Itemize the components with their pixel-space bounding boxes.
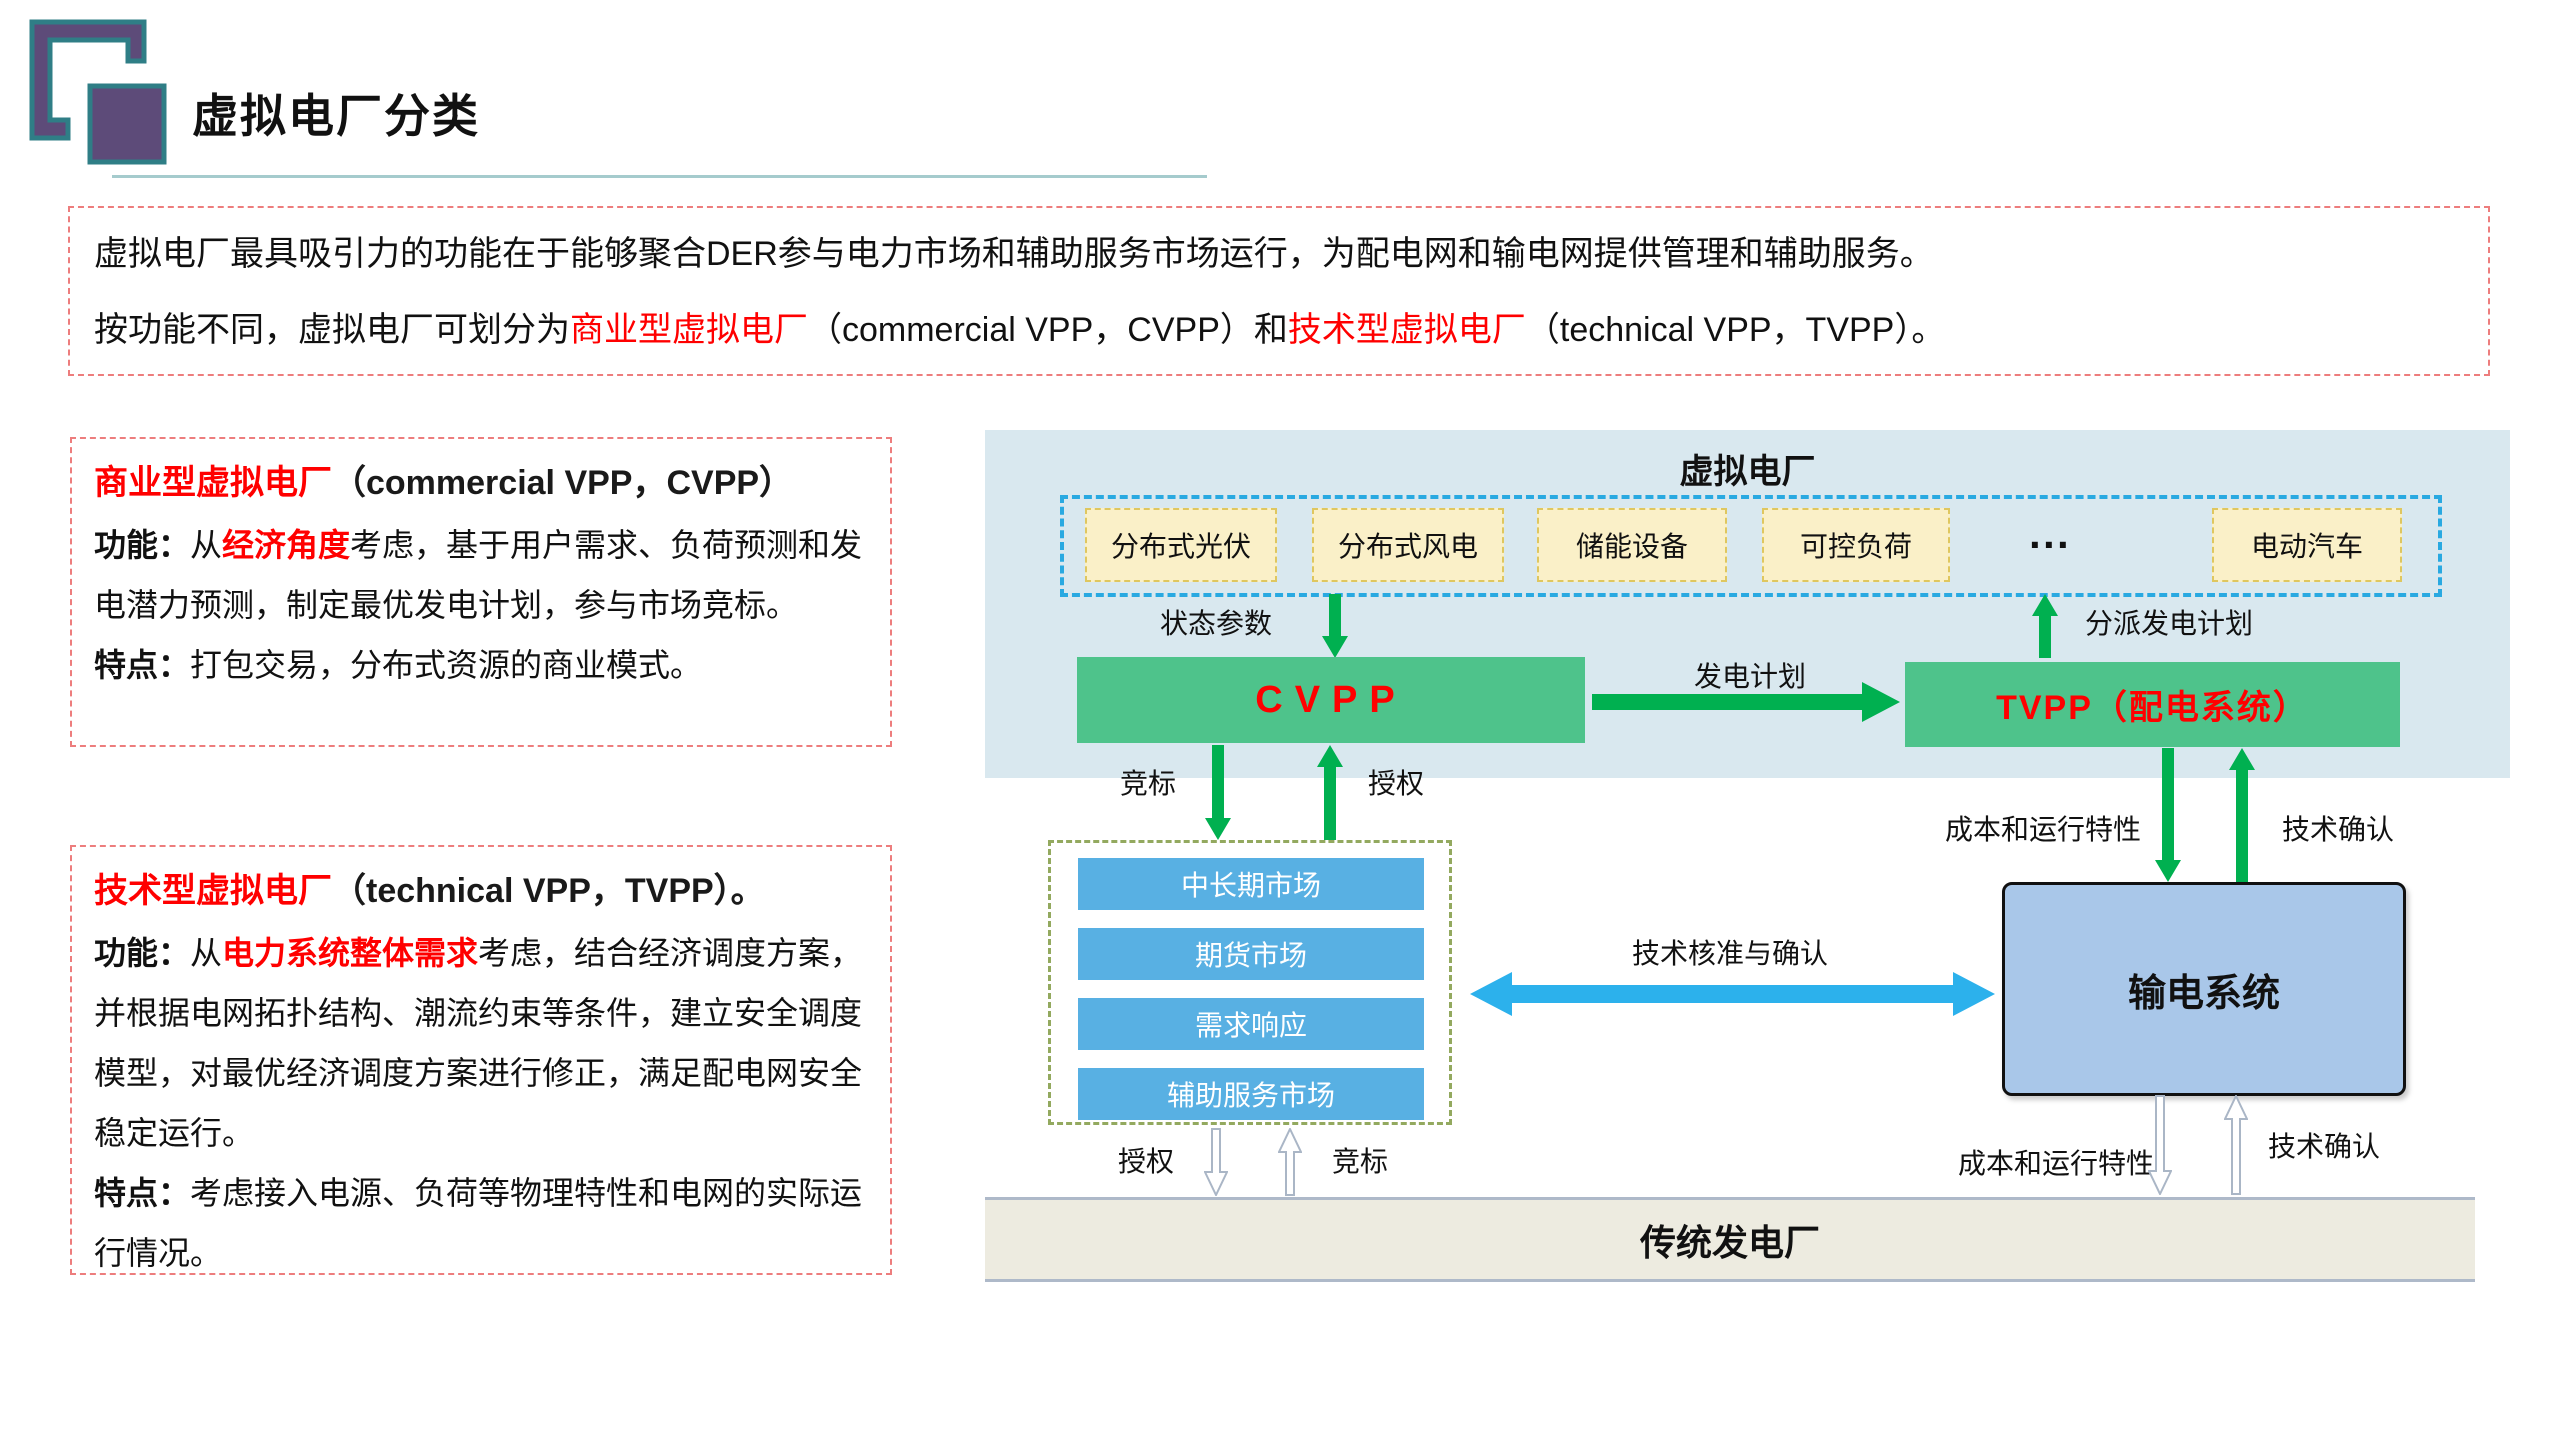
intro-box: 虚拟电厂最具吸引力的功能在于能够聚合DER参与电力市场和辅助服务市场运行，为配电… — [68, 206, 2490, 376]
label-auth-upper: 授权 — [1368, 768, 1425, 799]
tvpp-card-function: 功能：从电力系统整体需求考虑，结合经济调度方案，并根据电网拓扑结构、潮流约束等条… — [94, 923, 868, 1163]
outline-arrow-down-icon — [1204, 1128, 1228, 1196]
label-cost-lower: 成本和运行特性 — [1958, 1148, 2155, 1179]
der-ellipsis: ··· — [2029, 521, 2071, 568]
cvpp-feat-label: 特点： — [94, 647, 191, 683]
label-gen-plan: 发电计划 — [1693, 661, 1806, 692]
intro-line2-mid: （commercial VPP，CVPP）和 — [808, 311, 1288, 349]
cvpp-func-pre: 从 — [190, 527, 223, 563]
market-bar-ancillary: 辅助服务市场 — [1078, 1068, 1424, 1120]
market-bar-demand: 需求响应 — [1078, 998, 1424, 1050]
label-dispatch-plan: 分派发电计划 — [2085, 608, 2254, 639]
intro-line2-cvpp: 商业型虚拟电厂 — [570, 311, 808, 349]
label-confirm-upper: 技术确认 — [2282, 814, 2395, 845]
der-box-load: 可控负荷 — [1762, 508, 1950, 582]
tvpp-card-title-red: 技术型虚拟电厂 — [94, 872, 332, 910]
arrow-up-green-icon — [1317, 745, 1343, 840]
cvpp-box: CVPP — [1077, 657, 1585, 743]
cvpp-card: 商业型虚拟电厂（commercial VPP，CVPP） 功能：从经济角度考虑，… — [70, 437, 892, 747]
intro-line2-prefix: 按功能不同，虚拟电厂可划分为 — [94, 311, 570, 349]
label-bid-lower: 竞标 — [1332, 1146, 1389, 1177]
cvpp-card-title-rest: （commercial VPP，CVPP） — [332, 464, 794, 502]
label-bid-upper: 竞标 — [1120, 768, 1177, 799]
intro-line2: 按功能不同，虚拟电厂可划分为商业型虚拟电厂（commercial VPP，CVP… — [94, 292, 2464, 368]
tvpp-feat-text: 考虑接入电源、负荷等物理特性和电网的实际运行情况。 — [94, 1175, 863, 1271]
der-box-ev: 电动汽车 — [2212, 508, 2402, 582]
label-cost-upper: 成本和运行特性 — [1945, 814, 2142, 845]
traditional-plant-bar: 传统发电厂 — [985, 1197, 2475, 1282]
tvpp-feat-label: 特点： — [94, 1175, 191, 1211]
market-bar-midlong: 中长期市场 — [1078, 858, 1424, 910]
label-auth-lower: 授权 — [1118, 1146, 1175, 1177]
der-box-wind: 分布式风电 — [1312, 508, 1504, 582]
cvpp-func-rest: 考虑，基于用户需求、负荷预测和发电潜力预测，制定最优发电计划，参与市场竞标。 — [94, 527, 863, 623]
outline-arrow-up-icon — [1278, 1128, 1302, 1196]
cvpp-card-function: 功能：从经济角度考虑，基于用户需求、负荷预测和发电潜力预测，制定最优发电计划，参… — [94, 515, 868, 635]
page-title: 虚拟电厂分类 — [192, 90, 480, 142]
tvpp-func-red: 电力系统整体需求 — [222, 935, 479, 971]
intro-line2-suffix: （technical VPP，TVPP）。 — [1525, 311, 1946, 349]
tvpp-box: TVPP（配电系统） — [1905, 662, 2400, 747]
der-container — [1060, 495, 2442, 597]
der-box-pv: 分布式光伏 — [1085, 508, 1277, 582]
label-tech-check: 技术核准与确认 — [1631, 938, 1828, 969]
vpp-panel-title: 虚拟电厂 — [1679, 453, 1816, 491]
tvpp-func-label: 功能： — [94, 935, 191, 971]
outline-arrow-up-icon — [2224, 1095, 2248, 1195]
label-status-params: 状态参数 — [1160, 608, 1273, 639]
tvpp-func-pre: 从 — [190, 935, 223, 971]
intro-line1-text: 虚拟电厂最具吸引力的功能在于能够聚合DER参与电力市场和辅助服务市场运行，为配电… — [94, 235, 1934, 273]
arrow-down-green-icon — [1322, 594, 1348, 658]
cvpp-func-red: 经济角度 — [222, 527, 351, 563]
cvpp-feat-text: 打包交易，分布式资源的商业模式。 — [190, 647, 703, 683]
arrow-down-green-icon — [1205, 745, 1231, 840]
transmission-box: 输电系统 — [2002, 882, 2406, 1096]
tvpp-card-title-rest: （technical VPP，TVPP）。 — [332, 872, 765, 910]
arrow-right-green-icon — [1592, 682, 1900, 722]
title-underline — [112, 175, 1207, 178]
tvpp-card-feature: 特点：考虑接入电源、负荷等物理特性和电网的实际运行情况。 — [94, 1163, 868, 1283]
arrow-up-green-icon — [2032, 594, 2058, 658]
tvpp-card-title: 技术型虚拟电厂（technical VPP，TVPP）。 — [94, 859, 868, 923]
label-confirm-lower: 技术确认 — [2268, 1131, 2381, 1162]
der-box-storage: 储能设备 — [1537, 508, 1727, 582]
intro-line2-tvpp: 技术型虚拟电厂 — [1287, 311, 1526, 349]
cvpp-func-label: 功能： — [94, 527, 191, 563]
tvpp-func-rest: 考虑，结合经济调度方案，并根据电网拓扑结构、潮流约束等条件，建立安全调度模型，对… — [94, 935, 863, 1151]
arrow-up-green-icon — [2229, 748, 2255, 882]
market-bar-futures: 期货市场 — [1078, 928, 1424, 980]
arrow-double-blue-icon — [1470, 972, 1995, 1016]
tvpp-card: 技术型虚拟电厂（technical VPP，TVPP）。 功能：从电力系统整体需… — [70, 845, 892, 1275]
arrow-down-green-icon — [2155, 748, 2181, 882]
cvpp-card-title: 商业型虚拟电厂（commercial VPP，CVPP） — [94, 451, 868, 515]
logo-icon — [29, 19, 167, 165]
cvpp-card-feature: 特点：打包交易，分布式资源的商业模式。 — [94, 635, 868, 695]
outline-arrow-down-icon — [2148, 1095, 2172, 1195]
cvpp-card-title-red: 商业型虚拟电厂 — [94, 464, 332, 502]
intro-line1: 虚拟电厂最具吸引力的功能在于能够聚合DER参与电力市场和辅助服务市场运行，为配电… — [94, 216, 2464, 292]
